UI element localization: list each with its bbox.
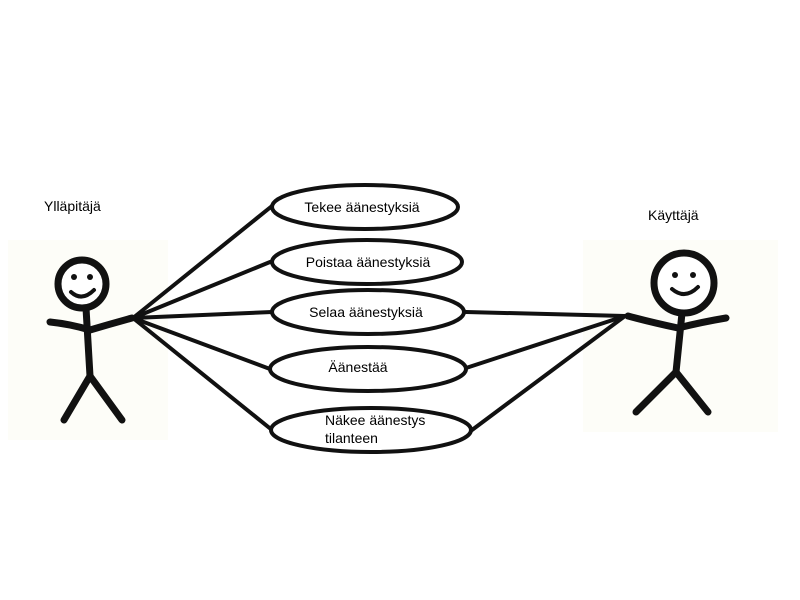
user-actor-figure — [624, 249, 730, 416]
use-case-label: Selaa äänestyksiä — [309, 304, 423, 320]
association-admin-create — [131, 204, 274, 320]
association-admin-delete — [131, 260, 272, 320]
use-case-label: Poistaa äänestyksiä — [306, 254, 431, 270]
use-case-delete-votes: Poistaa äänestyksiä — [270, 238, 464, 286]
association-user-vote — [464, 314, 627, 370]
use-case-view-status: Näkee äänestys tilanteen — [269, 406, 473, 454]
use-case-label: Äänestää — [328, 359, 387, 375]
use-case-label: Tekee äänestyksiä — [304, 199, 419, 215]
user-actor-label: Käyttäjä — [648, 207, 699, 223]
use-case-browse-votes: Selaa äänestyksiä — [270, 288, 466, 336]
admin-head — [54, 256, 110, 312]
association-user-status — [470, 314, 627, 432]
association-user-browse — [464, 310, 627, 318]
use-case-create-votes: Tekee äänestyksiä — [270, 183, 460, 231]
association-admin-browse — [131, 310, 274, 320]
use-case-label-line1: Näkee äänestys — [325, 412, 425, 428]
admin-actor-label: Ylläpitäjä — [44, 198, 101, 214]
association-admin-status — [131, 316, 274, 432]
user-head — [650, 249, 718, 317]
association-admin-vote — [131, 316, 272, 371]
use-case-vote: Äänestää — [268, 345, 468, 393]
admin-actor-figure — [46, 256, 136, 424]
use-case-label-line2: tilanteen — [325, 430, 378, 446]
